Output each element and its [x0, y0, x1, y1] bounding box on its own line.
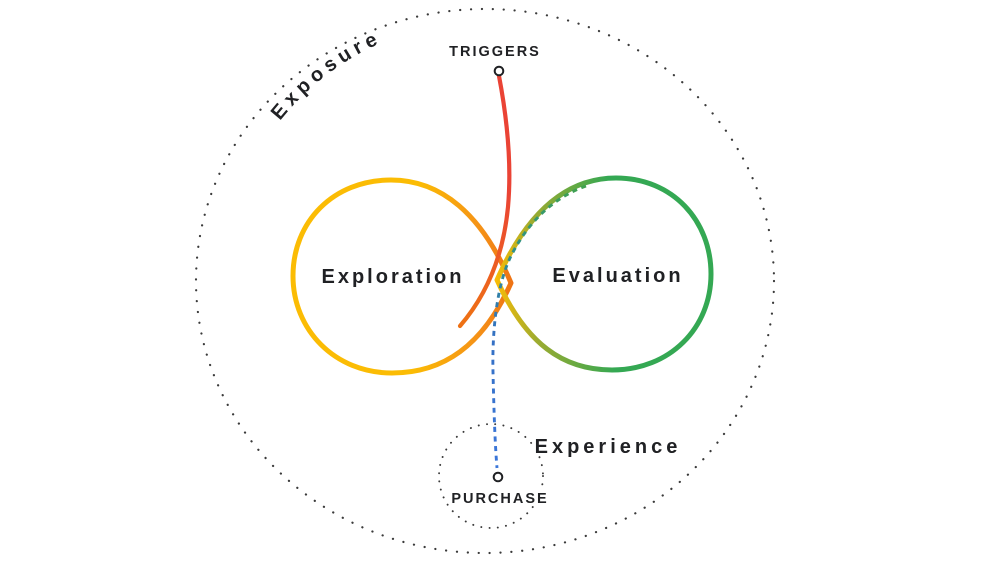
triggers-marker	[493, 65, 505, 77]
exposure-label: Exposure	[267, 27, 385, 125]
triggers-label: TRIGGERS	[449, 44, 541, 60]
exploration-label: Exploration	[321, 266, 464, 288]
triggers-line	[457, 73, 512, 329]
experience-label: Experience	[535, 436, 682, 458]
purchase-marker	[492, 471, 504, 483]
exploration-loop	[290, 177, 514, 376]
evaluation-label: Evaluation	[552, 265, 683, 287]
exposure-ring	[194, 7, 776, 555]
purchase-line	[491, 184, 587, 469]
evaluation-loop	[494, 175, 714, 373]
experience-ring	[438, 423, 544, 529]
purchase-label: PURCHASE	[451, 491, 548, 507]
